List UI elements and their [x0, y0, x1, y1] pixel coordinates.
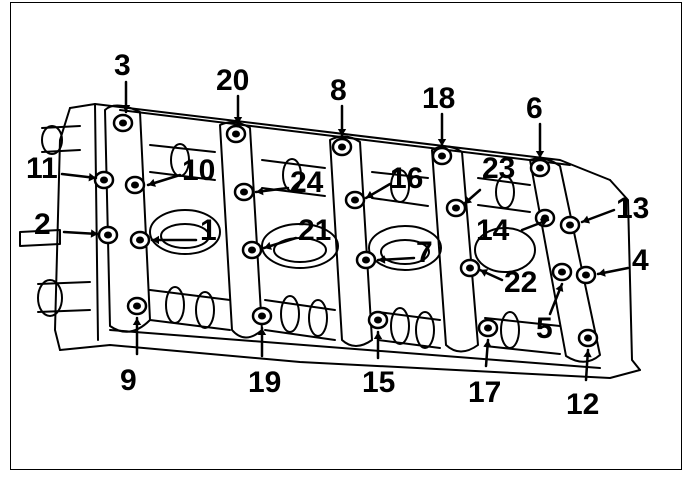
label-1: 1 [200, 214, 217, 247]
arrowhead [535, 151, 545, 158]
label-9: 9 [120, 364, 137, 397]
bolt-12 [577, 328, 599, 348]
bolt-24 [233, 182, 255, 202]
bolt-6 [529, 158, 551, 178]
label-2: 2 [34, 208, 51, 241]
label-17: 17 [468, 376, 501, 409]
label-22: 22 [504, 266, 537, 299]
label-19: 19 [248, 366, 281, 399]
bolt-5 [551, 262, 573, 282]
cylinder-bores [149, 209, 536, 273]
arrowhead [337, 129, 347, 136]
label-13: 13 [616, 192, 649, 225]
label-18: 18 [422, 82, 455, 115]
upper-cam-lobes [149, 143, 531, 213]
bolt-21 [241, 240, 263, 260]
bolt-19 [251, 306, 273, 326]
arrowhead [464, 196, 473, 204]
bolt-3 [112, 113, 134, 133]
label-23: 23 [482, 152, 515, 185]
bolt-10 [124, 175, 146, 195]
arrowhead [132, 318, 142, 325]
bolt-16 [344, 190, 366, 210]
bolt-17 [477, 318, 499, 338]
arrowhead [90, 229, 98, 238]
arrowhead [264, 241, 272, 250]
arrowhead [256, 186, 264, 196]
bolt-18 [431, 146, 453, 166]
bolt-9 [126, 296, 148, 316]
camshaft-stub [19, 125, 91, 317]
bolt-11 [93, 170, 115, 190]
arrowhead [148, 178, 156, 187]
arrowhead [373, 332, 383, 339]
cylinder-head-bolts [93, 113, 599, 348]
label-16: 16 [390, 162, 423, 195]
arrowhead [152, 235, 159, 245]
bolt-4 [575, 265, 597, 285]
bolt-22 [459, 258, 481, 278]
bolt-8 [331, 137, 353, 157]
arrowhead [233, 117, 243, 124]
arrowhead [437, 139, 447, 146]
arrowhead [582, 215, 591, 224]
arrowhead [88, 173, 96, 182]
arrowhead [555, 284, 564, 293]
label-12: 12 [566, 388, 599, 421]
label-4: 4 [632, 244, 649, 277]
label-24: 24 [290, 166, 324, 199]
arrowhead [257, 328, 267, 335]
label-7: 7 [416, 236, 433, 269]
arrowhead [378, 255, 386, 264]
bolt-7 [355, 250, 377, 270]
bolt-15 [367, 310, 389, 330]
bolt-2 [97, 225, 119, 245]
label-20: 20 [216, 64, 249, 97]
label-5: 5 [536, 312, 553, 345]
bolt-13 [559, 215, 581, 235]
figure-frame [10, 2, 682, 470]
label-15: 15 [362, 366, 395, 399]
arrowhead [483, 340, 492, 348]
bolt-20 [225, 124, 247, 144]
bolt-23 [445, 198, 467, 218]
label-14: 14 [476, 214, 510, 247]
bolt-1 [129, 230, 151, 250]
label-8: 8 [330, 74, 347, 107]
arrowhead [583, 350, 592, 358]
arrowhead [480, 269, 489, 277]
arrowhead [598, 268, 606, 277]
label-11: 11 [26, 152, 58, 185]
label-3: 3 [114, 49, 131, 82]
arrowhead [121, 105, 131, 112]
arrowhead [366, 190, 375, 199]
label-10: 10 [182, 154, 215, 187]
label-6: 6 [526, 92, 543, 125]
arrowhead [539, 218, 548, 227]
sequence-labels: 3 20 8 18 6 11 10 24 16 23 13 2 1 21 7 1… [26, 49, 649, 421]
label-21: 21 [298, 214, 331, 247]
leader-arrows [60, 80, 630, 382]
camshaft-lobes [149, 286, 561, 355]
